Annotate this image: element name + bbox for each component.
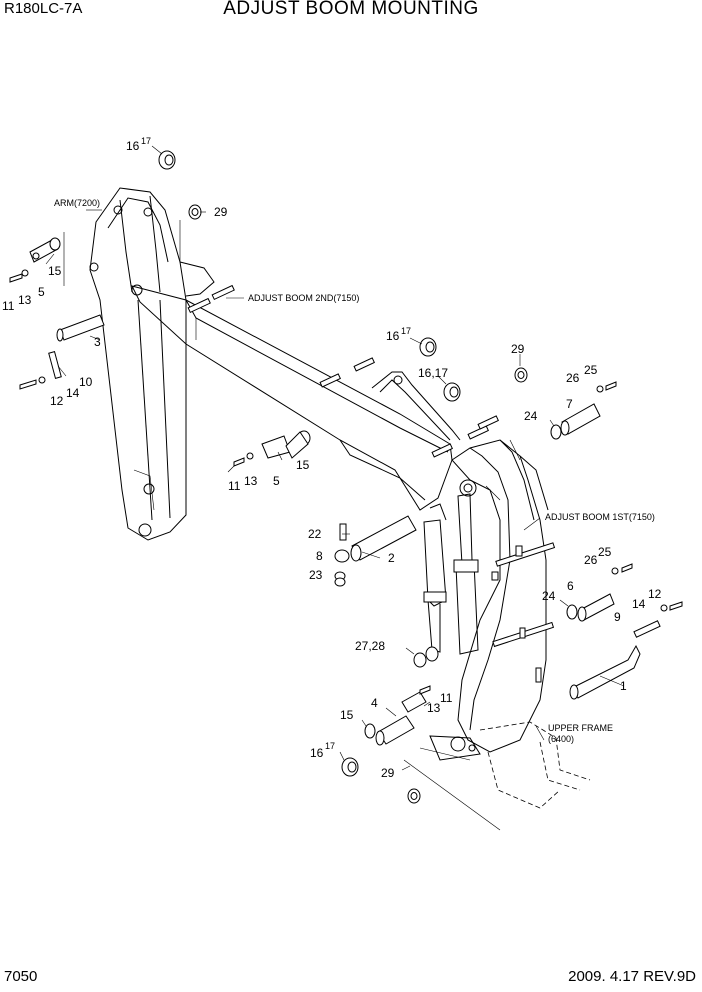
leader-lines	[45, 145, 625, 771]
model-number: R180LC-7A	[4, 0, 83, 17]
callout-17: 17	[141, 136, 151, 146]
arm-structure	[89, 187, 215, 541]
boom-2nd-structure	[131, 284, 499, 511]
label-upper-frame: UPPER FRAME	[548, 723, 613, 733]
callout-17-mid: 17	[401, 326, 411, 336]
boom-1st-structure	[451, 439, 556, 753]
revision-date: 2009. 4.17 REV.9D	[568, 968, 696, 985]
page-number: 7050	[4, 968, 38, 985]
callout-24: 24	[524, 409, 538, 423]
callout-23: 23	[309, 568, 323, 582]
callout-24-low: 24	[542, 589, 556, 603]
callout-17-low: 17	[325, 741, 335, 751]
parts	[9, 150, 683, 804]
callout-15-mid: 15	[296, 458, 310, 472]
label-arm: ARM(7200)	[54, 198, 100, 208]
callout-13-low: 13	[427, 701, 441, 715]
callout-12: 12	[50, 394, 64, 408]
callout-26: 26	[566, 371, 580, 385]
callout-14-right: 14	[632, 597, 646, 611]
label-boom-2nd: ADJUST BOOM 2ND(7150)	[248, 293, 359, 303]
callout-25: 25	[584, 363, 598, 377]
callout-9: 9	[614, 610, 621, 624]
callout-5-mid: 5	[273, 474, 280, 488]
callout-22: 22	[308, 527, 322, 541]
callout-3: 3	[94, 335, 101, 349]
callout-16-17: 16,17	[418, 366, 448, 380]
callout-29-right: 29	[511, 342, 525, 356]
callout-11-low: 11	[440, 691, 453, 705]
callout-29-low: 29	[381, 766, 395, 780]
callout-27-28: 27,28	[355, 639, 385, 653]
callout-7: 7	[566, 397, 573, 411]
label-boom-1st: ADJUST BOOM 1ST(7150)	[545, 512, 655, 522]
callout-1: 1	[620, 679, 627, 693]
callout-2: 2	[388, 551, 395, 565]
callout-16-low: 16	[310, 746, 324, 760]
callout-4: 4	[371, 696, 378, 710]
callout-13: 13	[18, 293, 32, 307]
label-upper-frame-code: (6400)	[548, 734, 574, 744]
callout-8: 8	[316, 549, 323, 563]
callout-15-low: 15	[340, 708, 354, 722]
callout-11: 11	[2, 299, 15, 313]
upper-frame	[403, 721, 591, 831]
callout-16-mid: 16	[386, 329, 400, 343]
callout-13-mid: 13	[244, 474, 258, 488]
callouts: 16 17 29 15 11 13 5 3 10 14 12 16 17 16,…	[2, 136, 662, 780]
callout-12-right: 12	[648, 587, 662, 601]
callout-10: 10	[79, 375, 93, 389]
callout-11-mid: 11	[228, 479, 241, 493]
callout-14: 14	[66, 386, 80, 400]
callout-5: 5	[38, 285, 45, 299]
callout-6: 6	[567, 579, 574, 593]
callout-29: 29	[214, 205, 228, 219]
callout-15: 15	[48, 264, 62, 278]
callout-26-low: 26	[584, 553, 598, 567]
page-title: ADJUST BOOM MOUNTING	[223, 0, 479, 19]
callout-25-low: 25	[598, 545, 612, 559]
boom-cylinder	[423, 493, 479, 655]
callout-16: 16	[126, 139, 140, 153]
